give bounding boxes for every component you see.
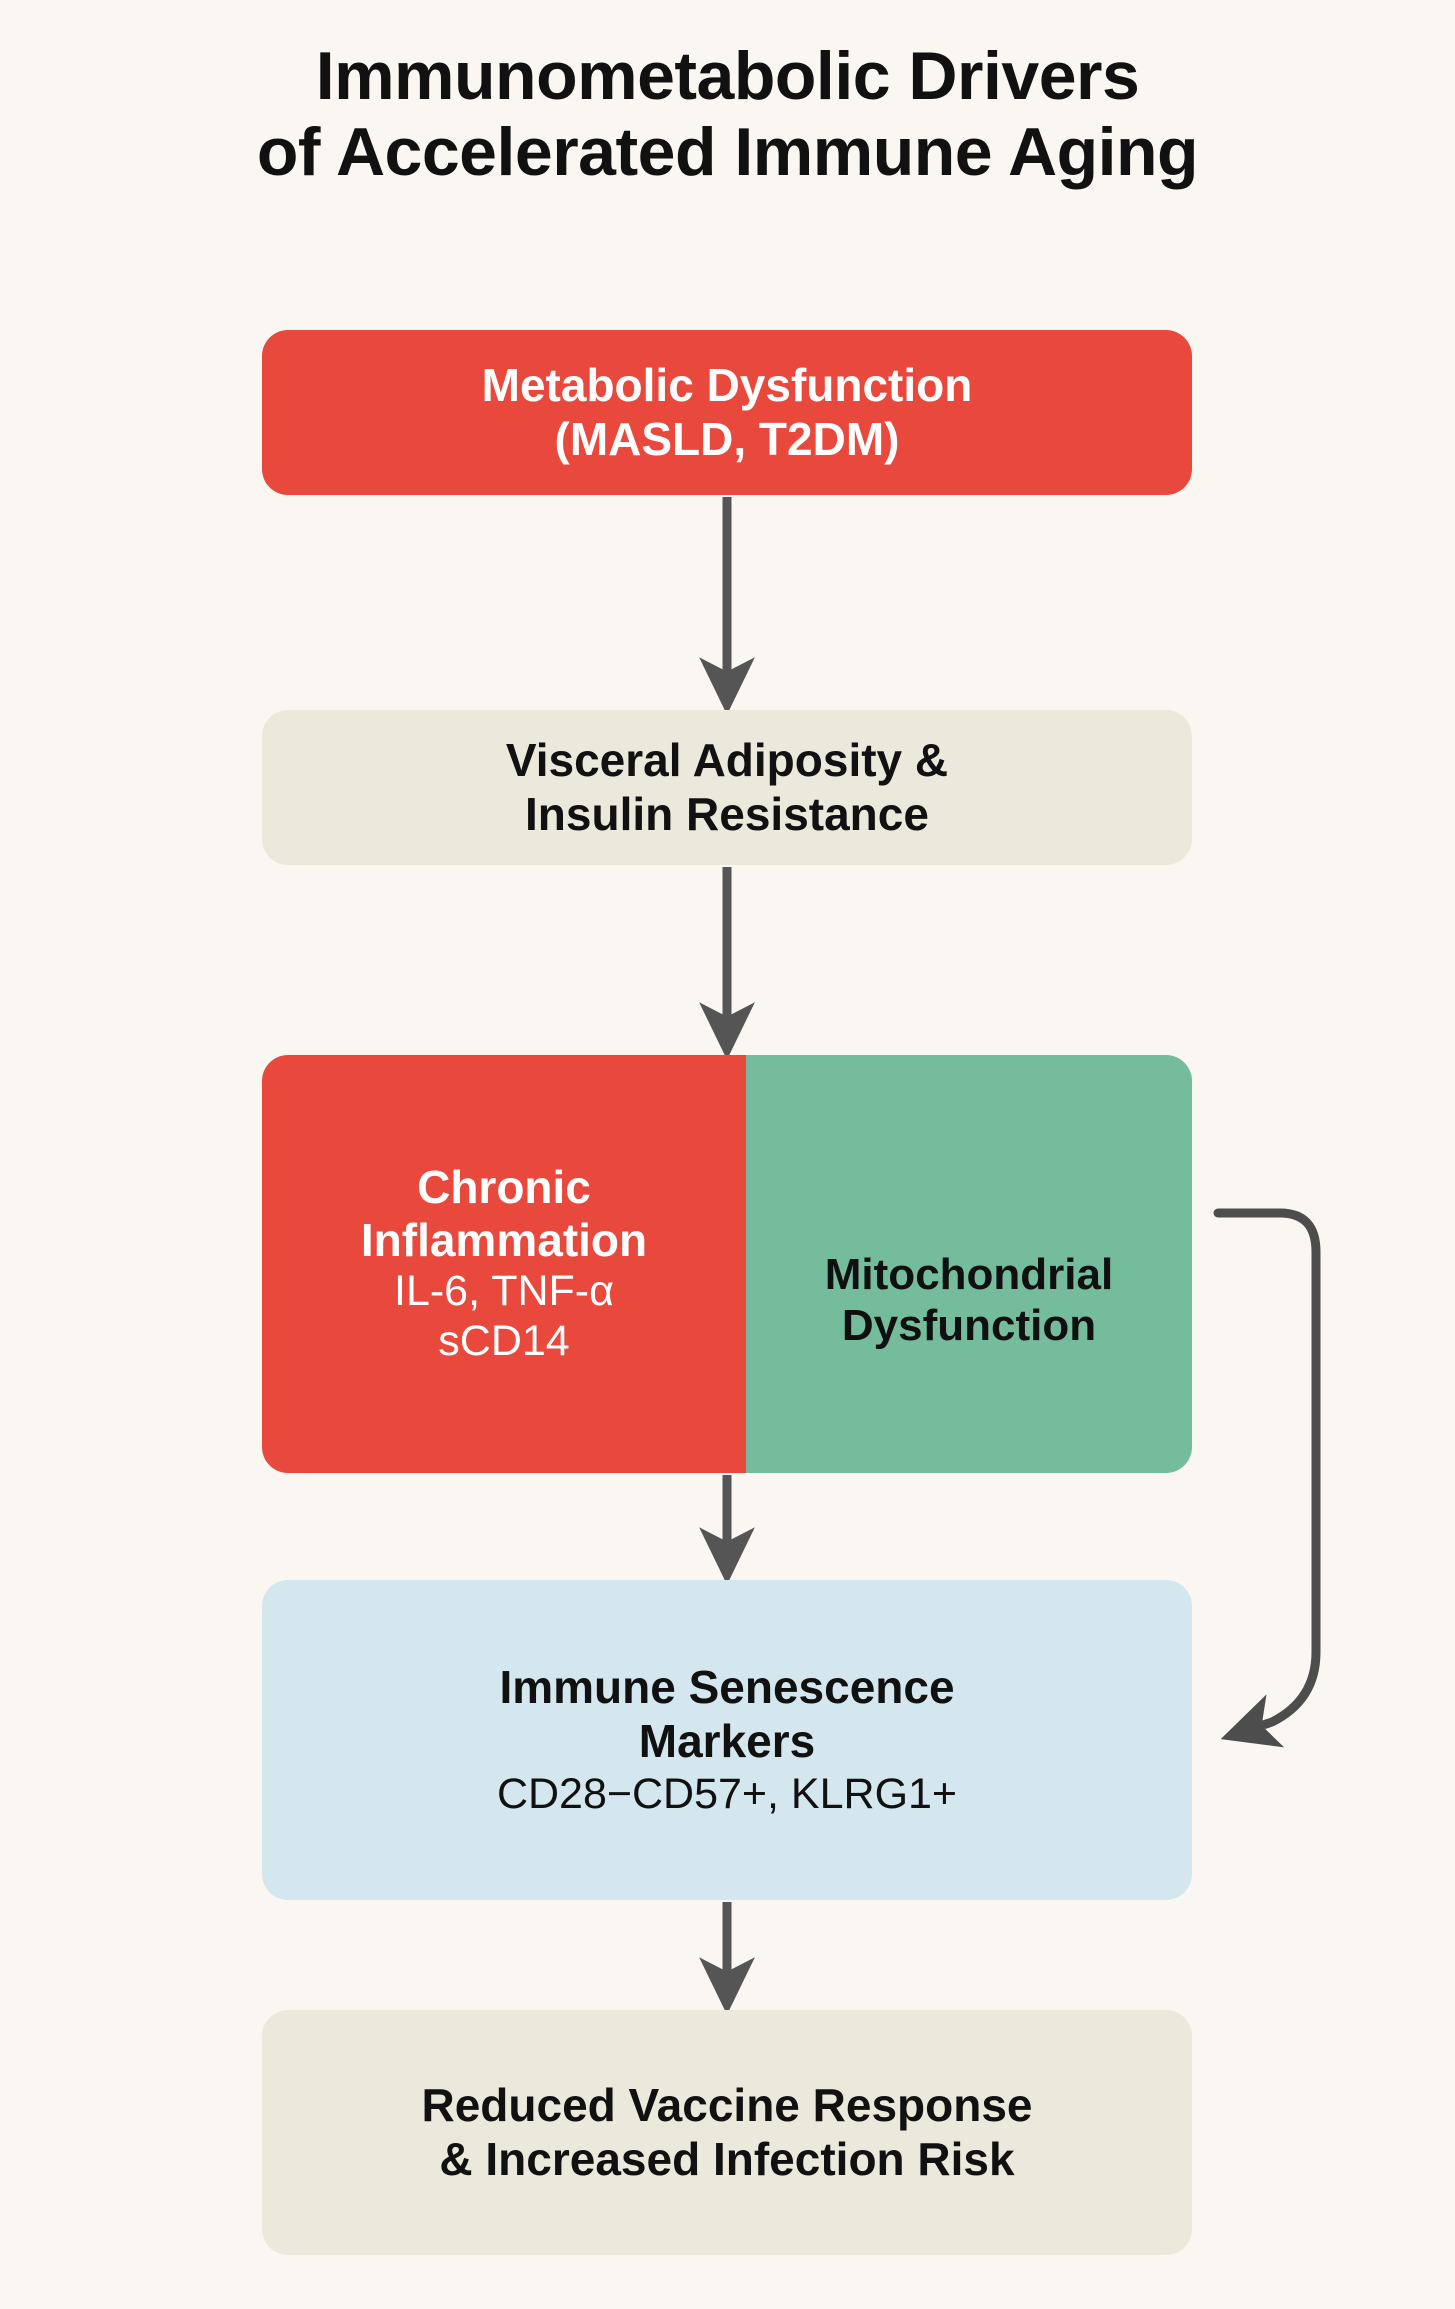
page-title: Immunometabolic Drivers of Accelerated I… — [0, 38, 1455, 190]
title-line-2: of Accelerated Immune Aging — [256, 114, 1199, 191]
node-reduced-vaccine-response[interactable]: Reduced Vaccine Response & Increased Inf… — [262, 2010, 1192, 2255]
node-adiposity-line-2: Insulin Resistance — [525, 787, 929, 840]
node-metabolic-secondary: (MASLD, T2DM) — [554, 412, 900, 465]
node-senescence-markers: CD28−CD57+, KLRG1+ — [496, 1769, 958, 1818]
node-immune-senescence-markers[interactable]: Immune Senescence Markers CD28−CD57+, KL… — [262, 1580, 1192, 1900]
node-senescence-line-2: Markers — [638, 1714, 816, 1767]
node-inflammation-line-1: Chronic — [417, 1160, 591, 1213]
node-senescence-line-1: Immune Senescence — [499, 1661, 955, 1714]
node-inflammation-marker-1: IL-6, TNF-α — [394, 1267, 614, 1316]
node-mitochondrial-line-2: Dysfunction — [841, 1301, 1097, 1350]
node-split-inflammation-mitochondrial: Chronic Inflammation IL-6, TNF-α sCD14 M… — [262, 1055, 1192, 1473]
node-outcome-line-1: Reduced Vaccine Response — [421, 2078, 1033, 2131]
node-metabolic-primary: Metabolic Dysfunction — [481, 358, 973, 411]
node-inflammation-line-2: Inflammation — [360, 1214, 648, 1267]
node-metabolic-dysfunction[interactable]: Metabolic Dysfunction (MASLD, T2DM) — [262, 330, 1192, 495]
node-outcome-line-2: & Increased Infection Risk — [439, 2132, 1015, 2185]
node-inflammation-marker-2: sCD14 — [438, 1317, 570, 1366]
node-visceral-adiposity[interactable]: Visceral Adiposity & Insulin Resistance — [262, 710, 1192, 865]
arrow-mitochondrial-to-senescence — [1213, 1208, 1321, 1748]
title-line-1: Immunometabolic Drivers — [315, 38, 1140, 114]
node-chronic-inflammation[interactable]: Chronic Inflammation IL-6, TNF-α sCD14 — [262, 1055, 746, 1473]
node-adiposity-line-1: Visceral Adiposity & — [505, 733, 949, 786]
node-mitochondrial-line-1: Mitochondrial — [824, 1249, 1114, 1299]
node-mitochondrial-dysfunction[interactable]: Mitochondrial Dysfunction — [746, 1055, 1192, 1473]
